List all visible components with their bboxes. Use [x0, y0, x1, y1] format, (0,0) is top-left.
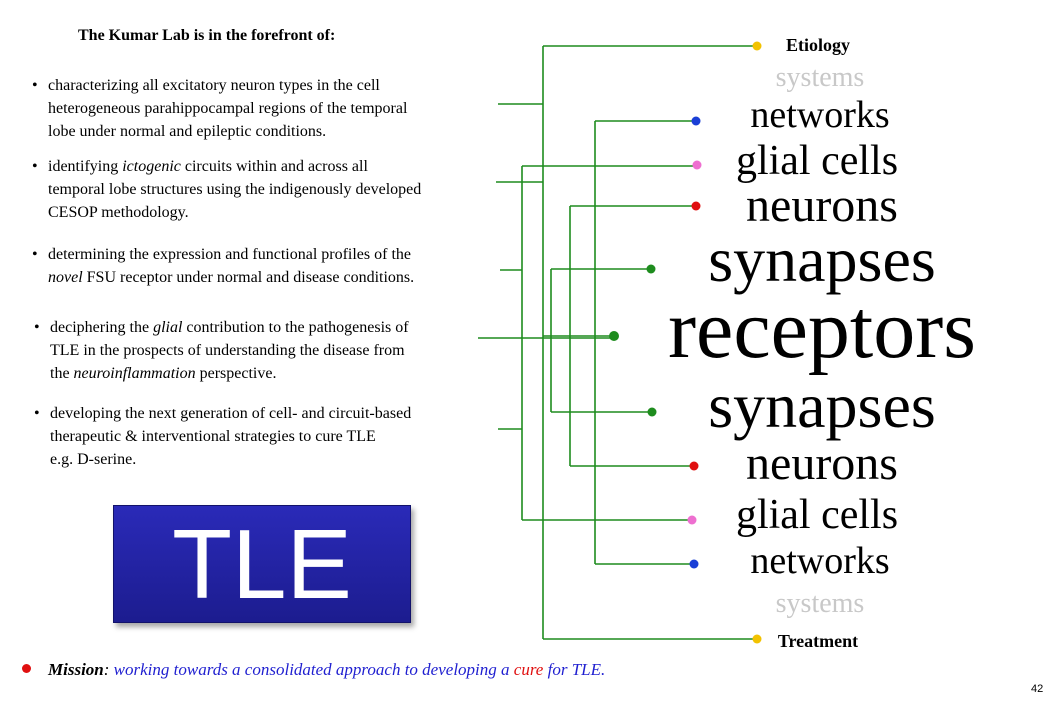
- level-word: synapses: [708, 370, 936, 441]
- bullet-line: lobe under normal and epileptic conditio…: [48, 120, 407, 143]
- level-word: Treatment: [777, 631, 859, 651]
- page-number: 42: [1031, 683, 1044, 695]
- bullet-line: therapeutic & interventional strategies …: [50, 425, 411, 448]
- level-dot-icon: [646, 264, 656, 274]
- text-run: TLE in the prospects of understanding th…: [50, 342, 405, 359]
- bullet-line: temporal lobe structures using the indig…: [48, 178, 421, 201]
- bullet-item: • identifying ictogenic circuits within a…: [32, 155, 421, 224]
- tle-label: TLE: [172, 509, 352, 619]
- heading: The Kumar Lab is in the forefront of:: [78, 27, 336, 44]
- level-word: systems: [775, 62, 865, 93]
- bullet-line: CESOP methodology.: [48, 201, 421, 224]
- level-dot-icon: [609, 331, 619, 341]
- text-run: e.g. D-serine.: [50, 451, 137, 468]
- text-run: FSU receptor under normal and disease co…: [82, 269, 415, 286]
- text-run: determining the expression and functiona…: [48, 246, 412, 263]
- level-dot-icon: [687, 515, 697, 525]
- level-word: neurons: [746, 179, 898, 232]
- level-word: receptors: [668, 283, 976, 376]
- text-run: circuits within and across all: [180, 158, 368, 175]
- bullet-item: • deciphering the glial contribution to t…: [34, 316, 409, 385]
- bullet-line: determining the expression and functiona…: [48, 243, 414, 266]
- level-dot-icon: [691, 201, 701, 211]
- bullet-item: • determining the expression and function…: [32, 243, 414, 289]
- level-word: synapses: [708, 224, 936, 295]
- bullet-line: TLE in the prospects of understanding th…: [50, 339, 409, 362]
- level-word: glial cells: [735, 138, 899, 184]
- level-dot-icon: [692, 160, 702, 170]
- mission-text-2: for TLE.: [543, 660, 606, 679]
- text-run: temporal lobe structures using the indig…: [48, 181, 422, 198]
- mission-text-1: working towards a consolidated approach …: [109, 660, 514, 679]
- bullet-dot-icon: •: [34, 319, 40, 336]
- level-dot-icon: [691, 116, 701, 126]
- level-word: systems: [775, 588, 865, 619]
- level-word: glial cells: [735, 492, 899, 538]
- bullet-line: characterizing all excitatory neuron typ…: [48, 74, 407, 97]
- level-dot-icon: [752, 41, 762, 51]
- bullet-item: • characterizing all excitatory neuron ty…: [32, 74, 407, 143]
- text-run: developing the next generation of cell- …: [50, 405, 412, 422]
- level-word: networks: [750, 540, 890, 582]
- text-run: perspective.: [195, 365, 277, 382]
- bullet-line: the neuroinflammation perspective.: [50, 362, 409, 385]
- bullet-dot-icon: •: [32, 246, 38, 263]
- text-run: the: [50, 365, 74, 382]
- text-run: heterogeneous parahippocampal regions of…: [48, 100, 408, 117]
- mission-statement: Mission: working towards a consolidated …: [48, 660, 605, 680]
- bullet-dot-icon: •: [32, 77, 38, 94]
- text-run: therapeutic & interventional strategies …: [50, 428, 376, 445]
- italic-term: glial: [153, 319, 183, 336]
- level-dot-icon: [689, 559, 699, 569]
- bullet-item: • developing the next generation of cell-…: [34, 402, 411, 471]
- italic-term: novel: [48, 269, 83, 286]
- mission-label: Mission: [48, 660, 104, 679]
- bullet-line: developing the next generation of cell- …: [50, 402, 411, 425]
- text-run: identifying: [48, 158, 123, 175]
- text-run: characterizing all excitatory neuron typ…: [48, 77, 380, 94]
- italic-term: neuroinflammation: [73, 365, 196, 382]
- text-run: deciphering the: [50, 319, 154, 336]
- level-word: Etiology: [785, 35, 851, 55]
- bullet-line: e.g. D-serine.: [50, 448, 411, 471]
- bullet-line: heterogeneous parahippocampal regions of…: [48, 97, 407, 120]
- mission-bullet-icon: [22, 664, 31, 673]
- bullet-line: identifying ictogenic circuits within an…: [48, 155, 421, 178]
- mission-colon: :: [103, 660, 110, 679]
- text-run: lobe under normal and epileptic conditio…: [48, 123, 327, 140]
- text-run: CESOP methodology.: [48, 204, 189, 221]
- text-run: contribution to the pathogenesis of: [182, 319, 409, 336]
- level-dot-icon: [647, 407, 657, 417]
- bullet-line: novel FSU receptor under normal and dise…: [48, 266, 414, 289]
- tle-box: TLE: [113, 505, 411, 623]
- bullet-dot-icon: •: [32, 158, 38, 175]
- mission-cure: cure: [513, 660, 544, 679]
- level-word: networks: [750, 94, 890, 136]
- italic-term: ictogenic: [122, 158, 181, 175]
- bullet-dot-icon: •: [34, 405, 40, 422]
- level-word: neurons: [746, 437, 898, 490]
- bullet-line: deciphering the glial contribution to th…: [50, 316, 409, 339]
- level-dot-icon: [689, 461, 699, 471]
- level-dot-icon: [752, 634, 762, 644]
